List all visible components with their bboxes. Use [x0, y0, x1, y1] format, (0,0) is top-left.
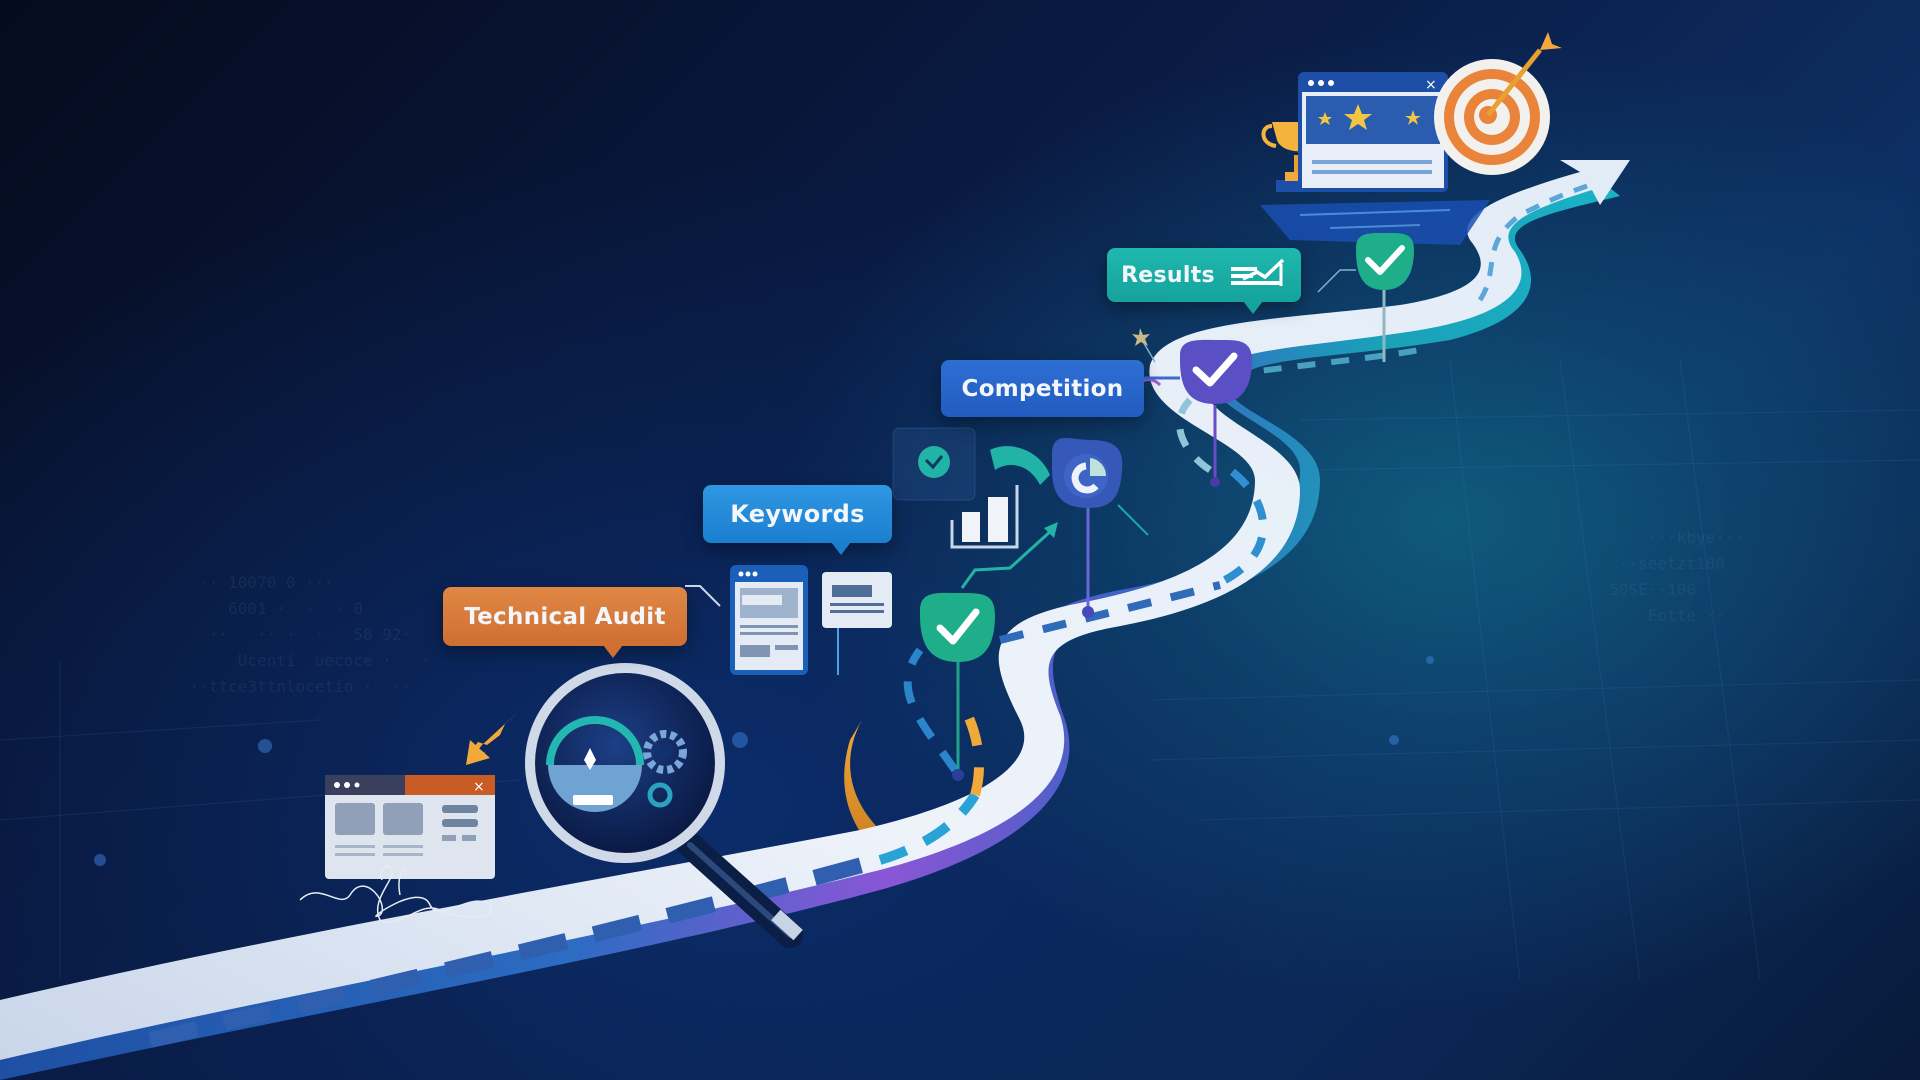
- milestone-label-competition[interactable]: Competition: [941, 360, 1144, 417]
- checkpoint-pin-3: [1317, 232, 1414, 362]
- label-tail: [1243, 301, 1263, 314]
- milestone-label-text: Results: [1121, 262, 1215, 288]
- milestone-label-text: Competition: [961, 375, 1124, 402]
- milestone-label-results[interactable]: Results: [1107, 248, 1301, 314]
- background-code-text-left: ·· 10070 0 ··· 6001 · · · 0 ·· ·· · · 58…: [189, 573, 431, 696]
- checkpoint-pin-1: [920, 592, 995, 781]
- background-code-text-right: ···kbye··· ··seetzt100 50SE··100 Eotte ·…: [1609, 528, 1745, 625]
- checkmark-icon: [936, 608, 980, 645]
- label-tail: [831, 542, 851, 555]
- browser-window-stars-icon: ×: [1298, 72, 1448, 192]
- milestone-label-keywords[interactable]: Keywords: [703, 485, 892, 555]
- svg-text:×: ×: [1425, 77, 1437, 93]
- trend-chart-icon: [1230, 258, 1285, 286]
- road-edge-orange: [844, 720, 885, 860]
- tangled-wire-icon: [299, 865, 493, 923]
- magnifying-glass-gauge-icon: [525, 663, 803, 948]
- background-nodes: [94, 656, 1434, 866]
- checkpoint-pin-2: [1128, 328, 1252, 487]
- label-tail: [603, 645, 623, 658]
- milestone-label-text: Keywords: [730, 500, 865, 528]
- background-grid: [0, 359, 1920, 981]
- checkmark-icon: [1365, 245, 1405, 275]
- competition-chart-cluster: [892, 427, 1149, 618]
- milestone-label-text: Technical Audit: [464, 603, 666, 630]
- audit-arrow-icon: [466, 710, 520, 765]
- road-surface: [0, 160, 1630, 1060]
- milestone-label-technical-audit[interactable]: Technical Audit: [443, 587, 687, 658]
- audit-browser-window-icon: ×: [325, 775, 495, 879]
- target-arrow-icon: [1434, 32, 1562, 175]
- road-center-line: [148, 852, 883, 1048]
- road-edge: [0, 180, 1620, 1080]
- checkmark-icon: [1192, 352, 1238, 387]
- keyword-document-icon: [730, 565, 808, 675]
- keyword-card-icon: [822, 572, 892, 675]
- svg-text:×: ×: [473, 779, 485, 795]
